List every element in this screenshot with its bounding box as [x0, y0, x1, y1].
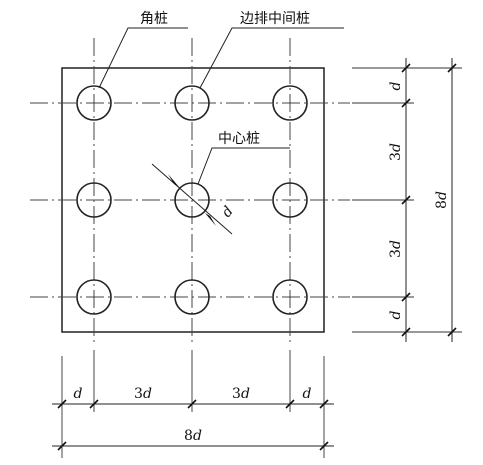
bottom-dim-total-var: d: [193, 428, 202, 444]
right-dim-total: 8d: [434, 191, 450, 209]
right-dim-1-var: d: [388, 81, 404, 90]
pile-edge-bottom: [174, 279, 210, 315]
right-tick-4: [401, 292, 411, 302]
pile-center: [174, 182, 210, 218]
bottom-dim-2-var: d: [143, 386, 152, 402]
right-dim-3: 3d: [388, 240, 404, 258]
center-pile-leader: [197, 147, 290, 185]
bottom-tick-total-2: [319, 441, 329, 451]
bottom-tick-3: [187, 399, 197, 409]
center-pile-callout: 中心桩: [197, 130, 290, 185]
bottom-dim-1: d: [74, 386, 83, 402]
pile-corner-top-right: [272, 85, 308, 121]
pile-corner-bottom-right: [272, 279, 308, 315]
bottom-tick-5: [319, 399, 329, 409]
bottom-tick-1: [57, 399, 67, 409]
right-dim-2-num: 3: [388, 152, 404, 161]
pile-edge-right: [272, 182, 308, 218]
right-tick-1: [401, 63, 411, 73]
pile-edge-left: [76, 182, 112, 218]
piles: [76, 85, 308, 315]
bottom-dim-2-num: 3: [134, 386, 143, 402]
bottom-dim-3-var: d: [241, 386, 250, 402]
bottom-tick-total-1: [57, 441, 67, 451]
right-dim-3-var: d: [388, 240, 404, 249]
bottom-tick-2: [89, 399, 99, 409]
right-tick-total-1: [447, 63, 457, 73]
vertical-center-lines: [93, 38, 291, 345]
right-dim-2-var: d: [388, 143, 404, 152]
right-tick-5: [401, 327, 411, 337]
pile-corner-top-left: [76, 85, 112, 121]
bottom-dim-2: 3d: [134, 386, 152, 402]
right-dim-total-var: d: [434, 191, 450, 200]
edge-middle-pile-label: 边排中间桩: [240, 10, 310, 27]
right-dim-4: d: [388, 310, 404, 319]
corner-pile-label: 角桩: [140, 10, 168, 27]
bottom-dim-4-var: d: [303, 386, 312, 402]
diameter-arrow-bottom: [205, 213, 216, 226]
bottom-dim-total-num: 8: [184, 428, 193, 444]
corner-pile-callout: 角桩: [98, 10, 188, 89]
edge-middle-pile-callout: 边排中间桩: [199, 10, 344, 89]
pile-edge-top: [174, 85, 210, 121]
right-dim-1: d: [388, 81, 404, 90]
bottom-dim-4: d: [303, 386, 312, 402]
right-tick-2: [401, 98, 411, 108]
right-tick-3: [401, 195, 411, 205]
right-tick-total-2: [447, 327, 457, 337]
bottom-dim-3-num: 3: [232, 386, 241, 402]
horizontal-center-lines: [30, 102, 350, 298]
pile-corner-bottom-left: [76, 279, 112, 315]
center-pile-label: 中心桩: [218, 130, 260, 147]
diameter-label: d: [219, 203, 237, 220]
corner-pile-leader: [98, 27, 188, 89]
right-dim-2: 3d: [388, 143, 404, 161]
pile-diameter-dimension: d: [151, 163, 237, 235]
right-dim-total-num: 8: [434, 200, 450, 209]
bottom-tick-4: [285, 399, 295, 409]
bottom-dimension-chain: d 3d 3d d 8d: [52, 350, 334, 458]
edge-middle-pile-leader: [199, 27, 344, 89]
bottom-dim-total: 8d: [184, 428, 202, 444]
bottom-dim-1-var: d: [74, 386, 83, 402]
diameter-line: [151, 163, 233, 235]
bottom-dim-3: 3d: [232, 386, 250, 402]
right-dimension-chain: d 3d 3d d 8d: [352, 58, 462, 342]
diameter-arrow-top: [168, 174, 179, 187]
right-dim-3-num: 3: [388, 249, 404, 258]
right-dim-4-var: d: [388, 310, 404, 319]
